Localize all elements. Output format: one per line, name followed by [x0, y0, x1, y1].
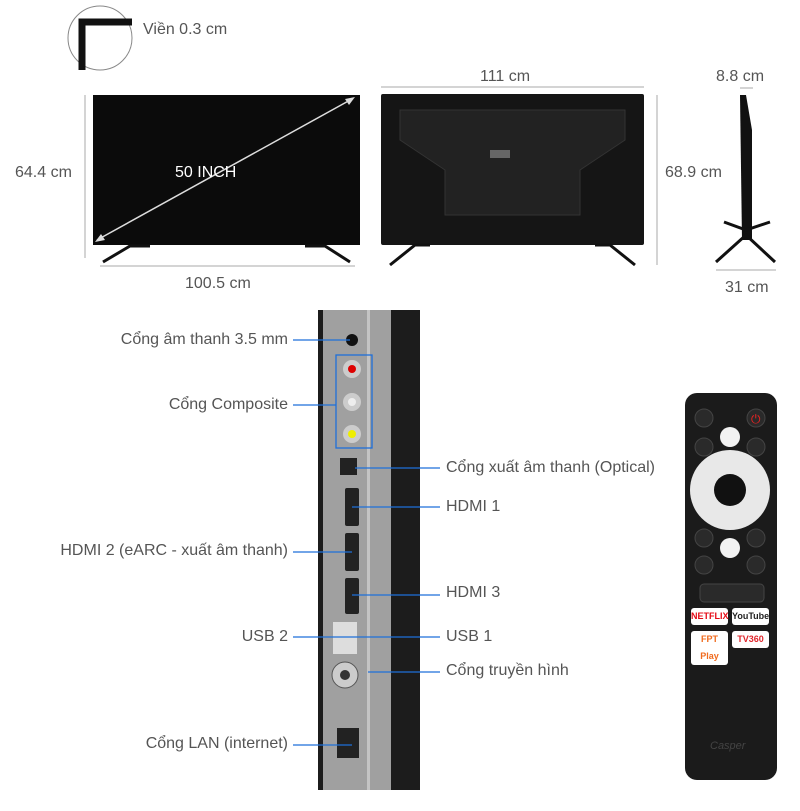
- port-label-usb2: USB 2: [241, 628, 288, 645]
- port-label-antenna: Cổng truyền hình: [446, 662, 569, 679]
- port-label-audio-jack: Cổng âm thanh 3.5 mm: [120, 331, 288, 348]
- youtube-button: YouTube: [732, 608, 769, 625]
- port-panel: [318, 310, 420, 790]
- port-label-hdmi3: HDMI 3: [446, 584, 501, 601]
- port-label-composite: Cổng Composite: [168, 396, 288, 413]
- netflix-button: NETFLIX: [691, 608, 729, 625]
- depth-label: 8.8 cm: [716, 68, 765, 85]
- port-label-optical: Cổng xuất âm thanh (Optical): [446, 459, 655, 476]
- tv-back: [381, 86, 658, 267]
- tv360-button: TV360: [732, 631, 769, 648]
- remote-control: ⏻: [685, 393, 777, 780]
- tv-front: [84, 95, 360, 267]
- svg-text:⏻: ⏻: [751, 412, 761, 426]
- casper-logo: Casper: [710, 740, 746, 752]
- port-label-usb1: USB 1: [446, 628, 493, 645]
- stand-depth-label: 31 cm: [725, 279, 769, 296]
- back-width-label: 111 cm: [480, 68, 531, 85]
- port-label-hdmi1: HDMI 1: [446, 498, 501, 515]
- fpt-play-button: FPT Play: [691, 631, 728, 665]
- bezel-zoom-circle: [67, 5, 133, 71]
- tv-side: [714, 87, 777, 271]
- height-with-stand-label: 68.9 cm: [665, 164, 722, 181]
- screen-size-label: 50 INCH: [175, 164, 237, 181]
- port-label-hdmi2: HDMI 2 (eARC - xuất âm thanh): [60, 542, 288, 559]
- bezel-label: Viền 0.3 cm: [143, 21, 228, 38]
- front-width-label: 100.5 cm: [185, 275, 251, 292]
- leader-lines: [293, 339, 440, 746]
- port-label-lan: Cổng LAN (internet): [145, 735, 288, 752]
- front-height-label: 64.4 cm: [15, 164, 72, 181]
